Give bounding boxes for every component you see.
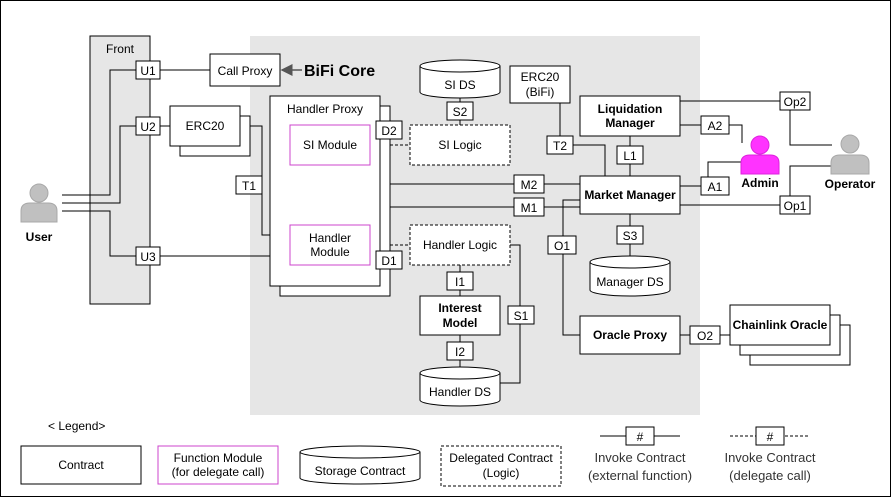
edge-label-a2: A2 [708,119,723,133]
admin-label: Admin [741,176,778,190]
si-logic-label: SI Logic [438,138,481,152]
handler-module-label-2: Module [310,245,350,259]
si-logic-box [409,124,511,166]
user-icon [20,183,58,223]
handler-proxy-label: Handler Proxy [287,102,363,116]
legend-title: < Legend> [48,419,105,433]
legend-delegated-box [440,445,562,487]
edge-label-m1: M1 [521,201,538,215]
edge-label-u2: U2 [140,120,156,134]
oracle-proxy-label: Oracle Proxy [593,328,667,342]
edge-label-s2: S2 [453,105,468,119]
erc20-bifi-label-2: (BiFi) [526,85,555,99]
legend-external-label-1: Invoke Contract [594,450,685,465]
interest-model-box [419,295,501,336]
operator-icon [830,134,870,175]
legend-delegated-label-1: Delegated Contract [449,451,553,465]
erc20-bifi-box [509,65,571,104]
erc20-label: ERC20 [186,119,225,133]
edge-label-op2: Op2 [784,95,807,109]
chainlink-oracle-box [729,304,831,346]
legend: < Legend> Contract Function Module (for … [20,419,816,487]
edge-label-i1: I1 [455,275,465,289]
si-module-label: SI Module [303,138,357,152]
si-module-box [289,124,371,166]
market-manager-box [579,175,681,215]
si-ds-cylinder [419,59,501,99]
si-ds-label: SI DS [444,78,475,92]
legend-delegated-label-2: (Logic) [483,466,520,480]
interest-model-label-2: Model [443,316,478,330]
edge-label-t2: T2 [553,139,567,153]
legend-function-module-label-1: Function Module [174,451,263,465]
handler-module-label-1: Handler [309,231,351,245]
call-proxy-label: Call Proxy [218,64,273,78]
chainlink-oracle-label: Chainlink Oracle [733,318,828,332]
liquidation-manager-label-2: Manager [605,116,655,130]
edge-label-d2: D2 [381,124,397,138]
edge-label-o2: O2 [697,329,713,343]
edge-label-s1: S1 [514,309,529,323]
legend-storage-cylinder [299,445,421,485]
edge-label-l1: L1 [623,149,637,163]
legend-function-module-label-2: (for delegate call) [172,465,265,479]
edge-label-s3: S3 [623,229,638,243]
bifi-core-title: BiFi Core [304,63,375,80]
oracle-proxy-box [579,315,681,355]
erc20-box [169,105,241,147]
edge-label-d1: D1 [381,254,397,268]
market-manager-label: Market Manager [584,188,676,202]
legend-external-label-2: (external function) [588,468,692,483]
handler-ds-cylinder [419,366,501,407]
handler-module-box [289,224,371,266]
manager-ds-label: Manager DS [596,275,663,289]
legend-contract-label: Contract [58,458,104,472]
operator-label: Operator [825,177,876,191]
handler-logic-label: Handler Logic [423,238,497,252]
legend-delegate-hash: # [767,430,774,444]
call-proxy-box [209,53,281,87]
manager-ds-cylinder [589,255,671,297]
admin-icon [740,135,780,175]
handler-ds-label: Handler DS [429,385,491,399]
legend-external-hash: # [637,430,644,444]
legend-delegate-label-1: Invoke Contract [724,450,815,465]
liquidation-manager-box [579,95,681,137]
erc20-bifi-label-1: ERC20 [521,70,560,84]
edge-label-a1: A1 [708,180,723,194]
handler-logic-box [409,224,511,266]
interest-model-label-1: Interest [438,301,481,315]
edge-label-u1: U1 [140,64,156,78]
edge-label-u3: U3 [140,250,156,264]
legend-contract-box [20,445,142,485]
front-label: Front [106,42,135,56]
liquidation-manager-label-1: Liquidation [598,102,663,116]
edge-labels: U1 U2 U3 T1 D2 D1 S2 T2 L1 M2 M1 S3 O1 O… [135,60,811,361]
legend-function-module-box [157,445,279,485]
legend-storage-label: Storage Contract [315,464,406,478]
edge-label-o1: O1 [554,239,570,253]
edge-label-m2: M2 [521,178,538,192]
user-label: User [26,230,53,244]
edge-label-t1: T1 [242,179,256,193]
legend-delegate-label-2: (delegate call) [729,468,811,483]
edge-label-op1: Op1 [784,199,807,213]
edge-label-i2: I2 [455,345,465,359]
